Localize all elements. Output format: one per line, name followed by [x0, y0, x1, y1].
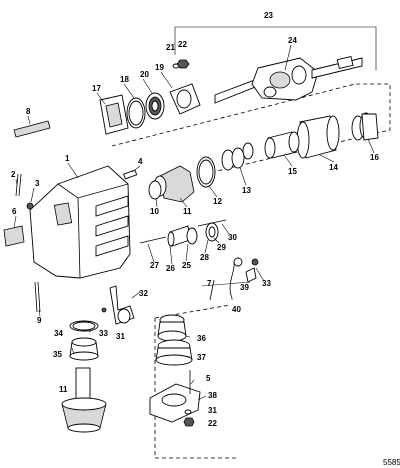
assembly-bracket-23 [174, 26, 377, 70]
shift-lever [101, 285, 135, 325]
shim-stack [13, 120, 51, 138]
callout-19: 19 [155, 63, 164, 72]
callout-16: 16 [370, 153, 379, 162]
callout-30: 30 [228, 233, 237, 242]
callout-25: 25 [182, 261, 191, 270]
callout-37: 37 [197, 353, 206, 362]
callout-21: 21 [166, 43, 175, 52]
callout-10: 10 [150, 207, 159, 216]
diagram-id: 5585 [383, 458, 400, 467]
callout-14: 14 [329, 163, 338, 172]
bolt-washer-pad [3, 173, 34, 247]
callout-9: 9 [37, 316, 42, 325]
callout-12: 12 [213, 197, 222, 206]
main-housing [29, 165, 131, 313]
callout-29: 29 [217, 243, 226, 252]
gear-11-upper [153, 156, 216, 203]
callout-8: 8 [26, 107, 31, 116]
callout-4: 4 [138, 157, 143, 166]
callout-11b: 11 [59, 385, 68, 394]
callout-28: 28 [200, 253, 209, 262]
callout-22a: 22 [178, 40, 187, 49]
callout-13: 13 [242, 186, 251, 195]
bearing-cover [99, 94, 129, 135]
right-gear-train [221, 112, 379, 171]
middle-parts [139, 219, 227, 247]
pin-4 [123, 169, 138, 180]
callout-27: 27 [150, 261, 159, 270]
assembly-boundary [111, 83, 391, 459]
callout-32: 32 [139, 289, 148, 298]
callout-39: 39 [240, 283, 249, 292]
bearing-10 [148, 180, 162, 200]
callout-5: 5 [206, 374, 211, 383]
wire-clip [209, 257, 259, 301]
callout-34: 34 [54, 329, 63, 338]
callout-18: 18 [120, 75, 129, 84]
callout-24: 24 [288, 36, 297, 45]
callout-35: 35 [53, 350, 62, 359]
callout-36: 36 [197, 334, 206, 343]
leader-lines [13, 44, 375, 401]
callout-40: 40 [232, 305, 241, 314]
callout-7: 7 [207, 279, 212, 288]
callout-labels: 1 2 3 4 5 6 7 8 9 10 11 12 13 14 15 16 1… [11, 11, 400, 467]
callout-31a: 31 [116, 332, 125, 341]
callout-6: 6 [12, 207, 17, 216]
callout-33b: 33 [262, 279, 271, 288]
callout-22b: 22 [208, 419, 217, 428]
callout-3: 3 [35, 179, 40, 188]
washer-nut-21-22 [172, 59, 190, 69]
lower-left-stack [61, 320, 107, 433]
callout-31b: 31 [208, 406, 217, 415]
callout-2: 2 [11, 170, 16, 179]
shaft-assembly [214, 55, 363, 104]
callout-33a: 33 [99, 329, 108, 338]
callout-20: 20 [140, 70, 149, 79]
ring-stack [126, 83, 201, 129]
callout-15: 15 [288, 167, 297, 176]
callout-23: 23 [264, 11, 273, 20]
callout-1: 1 [65, 154, 70, 163]
callout-17: 17 [92, 84, 101, 93]
callout-26: 26 [166, 264, 175, 273]
callout-11a: 11 [183, 207, 192, 216]
lower-right-stack [149, 314, 201, 427]
callout-38: 38 [208, 391, 217, 400]
